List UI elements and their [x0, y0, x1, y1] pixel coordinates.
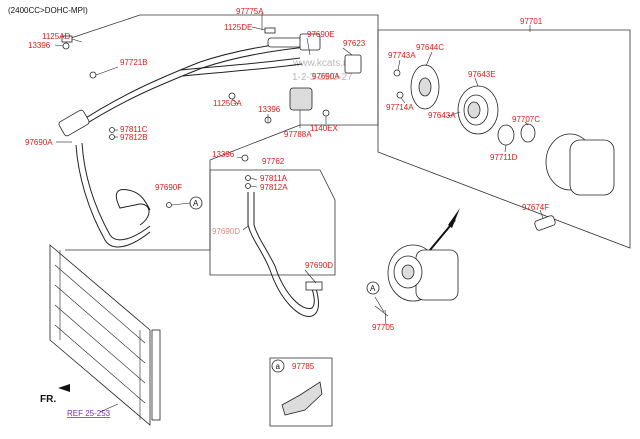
label-13396-topleft: 13396 [28, 41, 51, 50]
watermark-line-2: 1-2-3-25/0-27 [292, 72, 353, 83]
condenser-receiver-drier [151, 329, 161, 421]
label-97674f: 97674F [522, 203, 549, 212]
label-97711d: 97711D [490, 153, 518, 162]
label-97643e: 97643E [468, 70, 496, 79]
label-1125de: 1125DE [224, 23, 252, 32]
left-hose-fitting [58, 109, 90, 137]
label-97623: 97623 [343, 39, 366, 48]
watermark-line-1: www.kcats.ru [292, 58, 352, 69]
label-97644c: 97644C [416, 43, 444, 52]
label-97690d-gray: 97690D [212, 227, 240, 236]
label-97690d: 97690D [305, 261, 333, 270]
condenser [49, 244, 151, 426]
label-97643a: 97643A [428, 111, 456, 120]
label-97690a-left: 97690A [25, 138, 53, 147]
compressor-group-box [377, 29, 631, 249]
reference-link[interactable]: REF 25-253 [67, 409, 111, 418]
washer-13396 [62, 42, 70, 50]
label-97701: 97701 [520, 17, 543, 26]
label-97812a: 97812A [260, 183, 288, 192]
hose-mounting-block [289, 87, 313, 111]
compressor-pointer-arrow-icon [448, 208, 460, 228]
oring-97811a [245, 175, 251, 181]
center-hose-fitting [305, 281, 323, 291]
left-hose-loop [115, 189, 151, 226]
label-97788a: 97788A [284, 130, 312, 139]
center-hose-group-box [209, 169, 336, 276]
label-97690a-top: 97690A [312, 72, 340, 81]
label-13396-center: 13396 [212, 150, 235, 159]
pressure-switch [344, 54, 362, 74]
oring-97812b [109, 134, 115, 140]
label-97714a: 97714A [386, 103, 414, 112]
label-1125ad: 1125AD [42, 32, 71, 41]
callout-a-detail [271, 359, 285, 373]
label-97785: 97785 [292, 362, 315, 371]
relief-valve-97674f [534, 215, 556, 231]
engine-spec-title: (2400CC>DOHC-MPI) [8, 6, 88, 15]
label-97705: 97705 [372, 323, 395, 332]
bolt-97743a [393, 69, 401, 77]
label-97811a: 97811A [260, 174, 288, 183]
oring-97812a [245, 183, 251, 189]
label-97811c: 97811C [120, 125, 148, 134]
label-13396-mid: 13396 [258, 105, 281, 114]
bolt-1140ex [322, 109, 330, 117]
front-direction-label: FR. [40, 394, 56, 405]
hose-fitting-top [267, 37, 303, 48]
compressor-upper-body [569, 139, 615, 196]
callout-a-right [366, 281, 380, 295]
label-97775a: 97775A [236, 7, 264, 16]
callout-a-detail-text: a [276, 362, 281, 371]
compressor-lower-body [415, 249, 459, 301]
label-97707c: 97707C [512, 115, 540, 124]
label-97812b: 97812B [120, 133, 148, 142]
center-liquid-hose [247, 192, 319, 317]
label-97762: 97762 [262, 157, 285, 166]
label-97721b: 97721B [120, 58, 148, 67]
coil-ring-97711d [497, 124, 515, 146]
callout-a-right-text: A [370, 284, 376, 293]
bracket-97785 [281, 381, 323, 416]
oring-97811c [109, 127, 115, 133]
label-97743a: 97743A [388, 51, 416, 60]
field-coil-97707c [520, 123, 536, 143]
bracket-detail-box [269, 357, 333, 427]
front-arrow-icon [58, 384, 70, 392]
fitting-97721b [89, 71, 97, 79]
washer-97714a [396, 91, 404, 99]
callout-a-left-text: A [193, 199, 199, 208]
label-1140ex: 1140EX [310, 124, 339, 133]
clip-1125de [264, 27, 276, 34]
bolt-13396-center [241, 154, 249, 162]
label-97690f: 97690F [155, 183, 182, 192]
seal-97690f [166, 202, 172, 208]
left-liquid-hose [75, 144, 151, 248]
label-1125ga: 1125GA [213, 99, 242, 108]
discharge-hose [179, 57, 301, 71]
label-97690e: 97690E [307, 30, 335, 39]
hose-block-fitting [299, 33, 321, 51]
